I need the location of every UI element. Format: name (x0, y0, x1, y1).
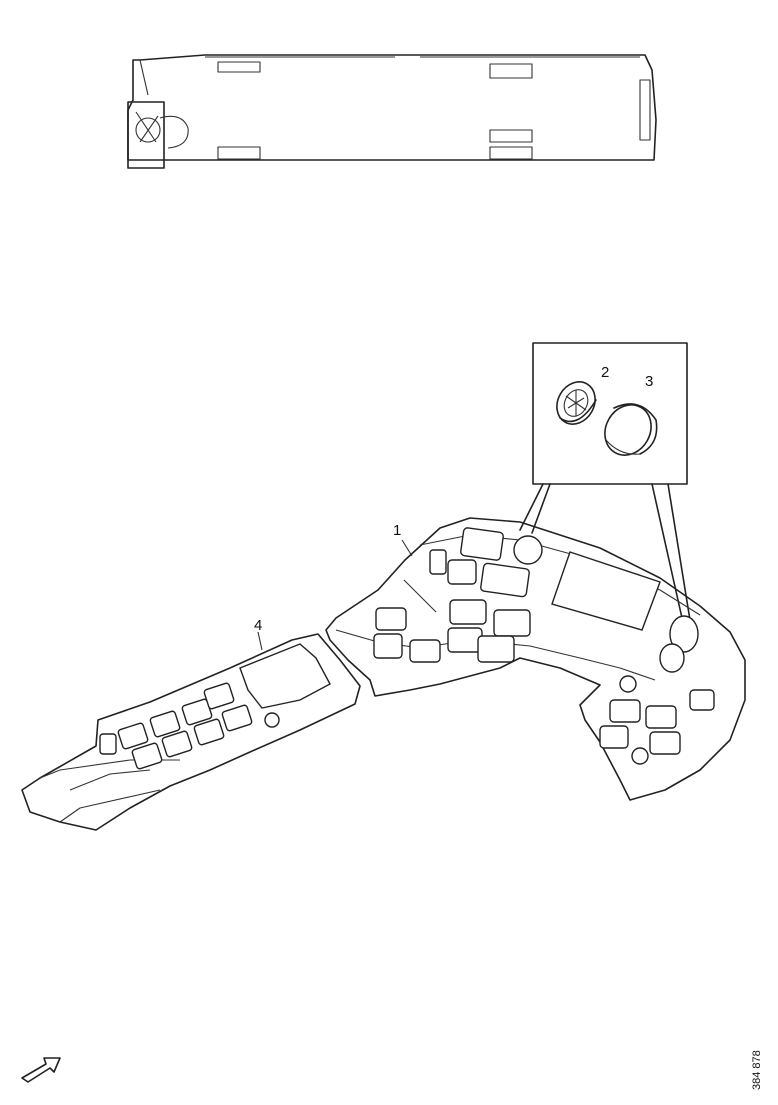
forward-direction-arrow-icon (21, 1057, 61, 1083)
callout-2: 2 (601, 364, 609, 381)
dashboard-main (325, 517, 746, 801)
console-left (21, 631, 361, 831)
part-2-gauge (556, 381, 597, 425)
drawing-code: 384 878 (751, 1050, 763, 1090)
part-3-cover (604, 403, 658, 456)
bus-overview (127, 54, 657, 169)
callouts: 1 2 3 4 (254, 364, 653, 634)
highlight-box (127, 101, 165, 169)
callout-3: 3 (645, 373, 653, 390)
callout-4: 4 (254, 617, 262, 634)
callout-1: 1 (393, 522, 401, 539)
